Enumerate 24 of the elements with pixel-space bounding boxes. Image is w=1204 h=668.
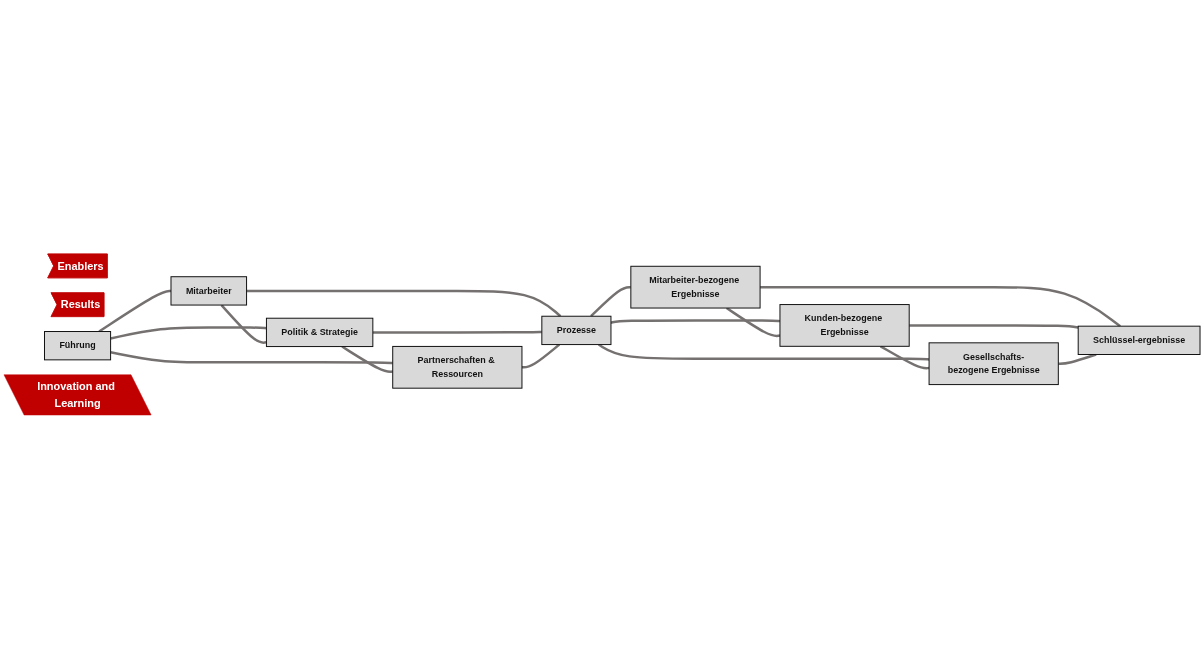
connector [598,343,930,361]
node-box: Gesellschafts-bezogene Ergebnisse [928,341,1059,385]
connector [725,306,781,337]
connector [98,289,171,333]
connector [110,350,393,364]
node-box: Partnerschaften & Ressourcen [392,345,523,389]
connector [220,303,267,344]
node-box: Führung [44,330,112,360]
node-box: Prozesse [541,315,612,345]
node-box: Politik & Strategie [265,317,374,347]
connector [246,289,562,317]
connector [110,325,267,340]
connector [590,285,631,317]
connector [909,323,1079,329]
connector [341,345,393,373]
connector [372,330,542,334]
node-box: Schlüssel-ergebnisse [1077,325,1201,355]
node-box: Mitarbeiter [170,275,248,306]
node-box: Mitarbeiter-bezogene Ergebnisse [630,265,761,309]
connector [521,343,561,369]
connector [760,285,1121,327]
node-box: Kunden-bezogene Ergebnisse [779,303,910,347]
connector [610,318,781,324]
connector [879,344,930,369]
